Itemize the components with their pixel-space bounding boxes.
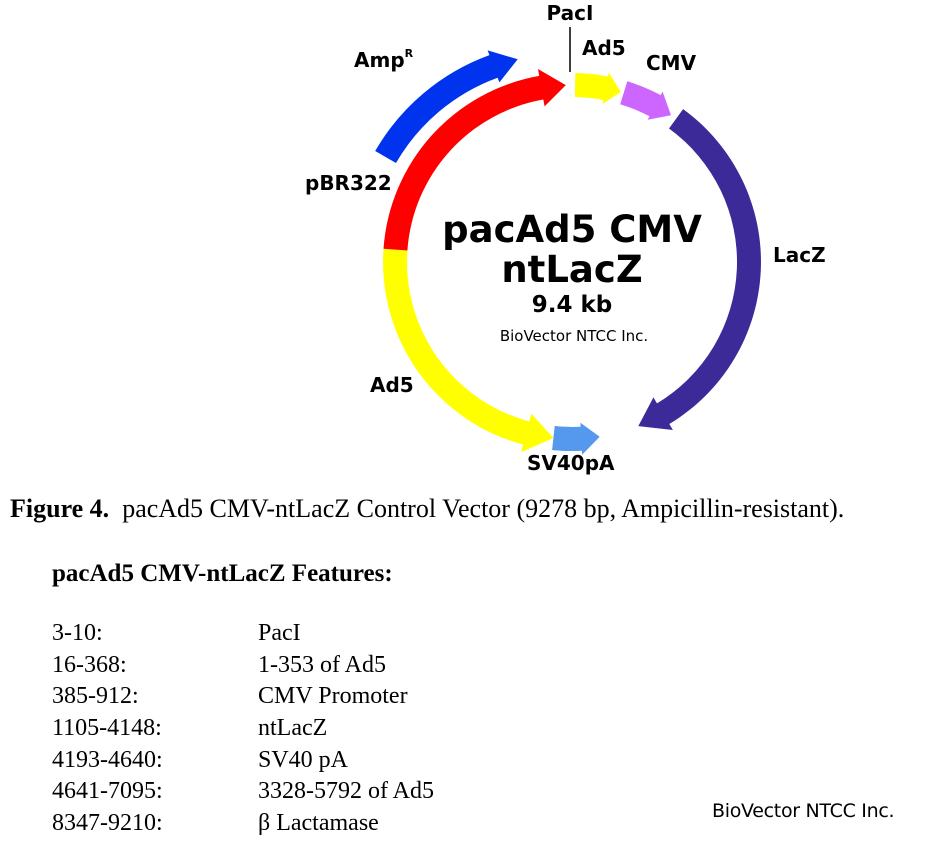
figure-text: pacAd5 CMV-ntLacZ Control Vector (9278 b… [122, 494, 845, 523]
watermark-text: BioVector NTCC Inc. [712, 800, 895, 822]
ad5-top-arrow [574, 72, 621, 104]
feature-desc: CMV Promoter [258, 683, 408, 710]
plasmid-map: PacI Ad5 CMV LacZ SV40pA Ad5 pBR322 AmpR… [305, 1, 826, 475]
label-pbr322: pBR322 [305, 171, 392, 195]
pbr322-arrow [383, 69, 566, 251]
ad5-bottom-arrow [383, 248, 554, 453]
feature-desc: β Lactamase [258, 810, 379, 837]
feature-range: 4641-7095: [52, 778, 163, 805]
feature-desc: SV40 pA [258, 746, 349, 773]
plasmid-map-svg: PacI Ad5 CMV LacZ SV40pA Ad5 pBR322 AmpR… [305, 1, 826, 475]
features-title: pacAd5 CMV-ntLacZ Features: [52, 560, 393, 587]
feature-range: 4193-4640: [52, 746, 163, 773]
label-ad5-bottom: Ad5 [370, 373, 414, 397]
label-cmv: CMV [646, 51, 697, 75]
label-lacz: LacZ [773, 243, 826, 267]
feature-range: 385-912: [52, 683, 139, 710]
label-ad5-top: Ad5 [582, 36, 626, 60]
label-paci: PacI [547, 1, 594, 25]
cmv-arrow [620, 81, 671, 120]
map-name-line1: pacAd5 CMV [442, 208, 702, 251]
feature-range: 16-368: [52, 651, 127, 678]
feature-desc: PacI [258, 620, 301, 646]
feature-range: 3-10: [52, 620, 103, 646]
map-name-line2: ntLacZ [501, 248, 642, 291]
feature-desc: 3328-5792 of Ad5 [258, 778, 434, 805]
figure-caption: Figure 4. pacAd5 CMV-ntLacZ Control Vect… [10, 494, 844, 524]
map-size: 9.4 kb [532, 292, 613, 318]
label-sv40pa: SV40pA [527, 451, 615, 475]
figure-label: Figure 4. [10, 494, 110, 523]
feature-desc: ntLacZ [258, 715, 328, 742]
label-ampr: AmpR [354, 47, 414, 72]
map-credit: BioVector NTCC Inc. [500, 327, 648, 345]
feature-desc: 1-353 of Ad5 [258, 651, 386, 678]
feature-range: 1105-4148: [52, 715, 162, 742]
sv40pa-tail [552, 426, 572, 452]
ampr-arrow [375, 50, 518, 163]
feature-range: 8347-9210: [52, 810, 163, 837]
lacz-arrow [638, 109, 761, 430]
